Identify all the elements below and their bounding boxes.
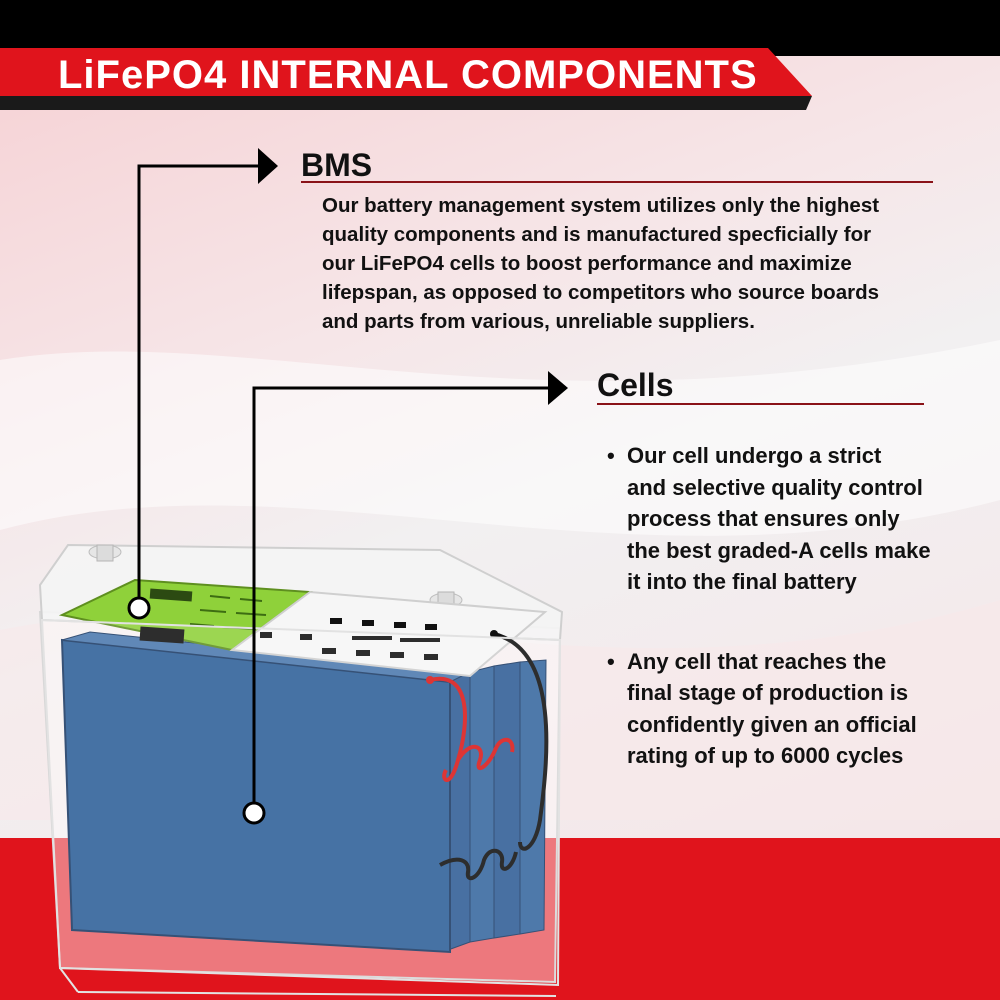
bullet-line: Any cell that reaches the — [627, 648, 887, 674]
bullet-line: process that ensures only — [627, 506, 900, 531]
callout-arrow-icon — [548, 371, 568, 405]
callout-dot-icon — [127, 596, 151, 620]
bullet-line: and selective quality control — [627, 474, 923, 500]
bms-underline — [301, 181, 933, 183]
bms-line: quality components and is manufactured s… — [322, 223, 872, 246]
bms-line: Our battery management system utilizes o… — [322, 194, 880, 217]
bullet-line: confidently given an official — [627, 711, 917, 737]
bms-line: lifepspan, as opposed to competitors who… — [322, 281, 880, 304]
banner-shape — [0, 48, 812, 110]
bullet-line: Our cell undergo a strict — [627, 443, 882, 468]
bullet-line: it into the final battery — [627, 569, 857, 594]
page-title: LiFePO4 INTERNAL COMPONENTS — [58, 53, 758, 97]
cells-underline — [597, 403, 924, 405]
callout-arrow-icon — [258, 148, 278, 184]
bullet-line: final stage of production is — [627, 680, 909, 705]
cells-bullet-list: Our cell undergo a strict and selective … — [607, 440, 987, 772]
list-item: Any cell that reaches the final stage of… — [607, 646, 987, 772]
bms-description: Our battery management system utilizes o… — [322, 191, 962, 336]
top-black-band — [0, 0, 1000, 56]
bms-heading: BMS — [301, 147, 373, 183]
callout-dot-icon — [242, 801, 266, 825]
bms-line: and parts from various, unreliable suppl… — [322, 310, 755, 333]
bms-line: our LiFePO4 cells to boost performance a… — [322, 252, 852, 275]
bullet-line: the best graded-A cells make — [627, 537, 931, 563]
cells-heading: Cells — [597, 367, 674, 403]
bullet-line: rating of up to 6000 cycles — [627, 743, 904, 768]
list-item: Our cell undergo a strict and selective … — [607, 440, 987, 598]
